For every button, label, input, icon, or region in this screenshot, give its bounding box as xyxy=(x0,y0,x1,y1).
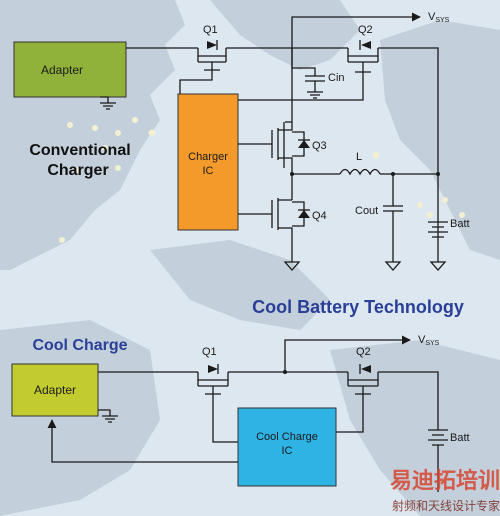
inductor-label: L xyxy=(356,151,362,163)
charger-ic-label-line2: IC xyxy=(203,165,214,177)
q4-transistor xyxy=(238,198,310,262)
adapter-block-top xyxy=(13,41,127,98)
watermark-line2: 射频和天线设计专家 xyxy=(392,498,500,513)
inductor-l xyxy=(339,168,381,176)
cool-charge-ic-label-line2: IC xyxy=(282,445,293,457)
vsys-arrow-bottom xyxy=(284,335,411,372)
q1-transistor-top xyxy=(197,40,227,71)
vsys-arrow-top xyxy=(291,12,421,48)
cool-charge-circuit: Cool Charge Adapter VSYS Q1 xyxy=(11,334,470,492)
q2-label-top: Q2 xyxy=(358,24,373,36)
q4-label: Q4 xyxy=(312,210,327,222)
cout-capacitor xyxy=(383,174,403,262)
vsys-label-bottom: VSYS xyxy=(418,334,440,347)
cin-label: Cin xyxy=(328,72,345,84)
q2-transistor-bottom xyxy=(347,364,379,395)
cool-charge-heading: Cool Charge xyxy=(32,337,127,354)
cool-charge-ic-block xyxy=(237,407,337,487)
q3-label: Q3 xyxy=(312,140,327,152)
q1-label-top: Q1 xyxy=(203,24,218,36)
battery-symbol-bottom xyxy=(428,429,448,446)
vsys-label-top: VSYS xyxy=(428,11,450,24)
adapter-block-bottom xyxy=(11,363,99,417)
batt-label-top: Batt xyxy=(450,218,470,230)
watermark-line1: 易迪拓培训 xyxy=(390,468,500,494)
charger-ic-block xyxy=(177,93,239,231)
conventional-heading-line1: Conventional xyxy=(29,142,130,159)
q2-transistor-top xyxy=(347,40,379,73)
feedback-arrow xyxy=(47,419,238,463)
charger-ic-label-line1: Charger xyxy=(188,151,228,163)
cout-label: Cout xyxy=(355,205,378,217)
batt-label-bottom: Batt xyxy=(450,432,470,444)
q1-transistor-bottom xyxy=(197,364,229,395)
q1-label-bottom: Q1 xyxy=(202,346,217,358)
cool-charge-ic-label-line1: Cool Charge xyxy=(256,431,318,443)
watermark: 易迪拓培训 射频和天线设计专家 xyxy=(390,468,500,513)
adapter-label-bottom: Adapter xyxy=(34,383,76,397)
q3-transistor xyxy=(238,122,310,170)
main-title: Cool Battery Technology xyxy=(252,297,464,317)
adapter-label-top: Adapter xyxy=(41,63,83,77)
q2-label-bottom: Q2 xyxy=(356,346,371,358)
battery-symbol-top xyxy=(428,221,448,238)
conventional-heading-line2: Charger xyxy=(47,162,108,179)
conventional-charger-circuit: Adapter Q1 Q2 V xyxy=(13,11,470,271)
